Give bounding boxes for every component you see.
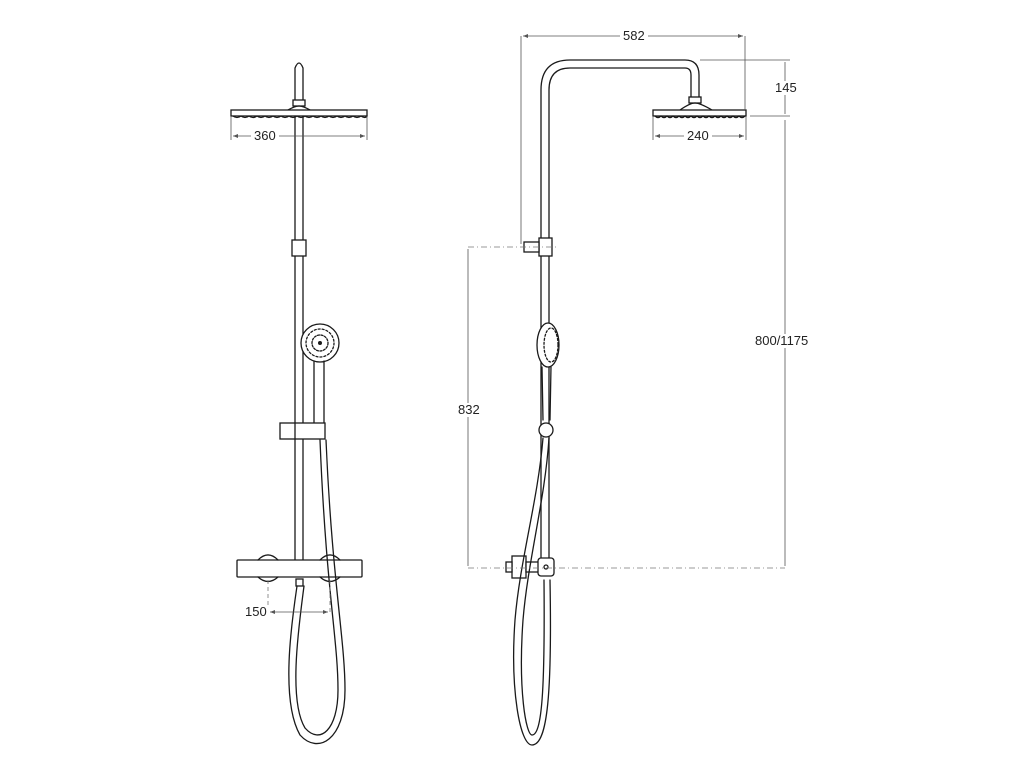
dim-arm-reach: 582 (620, 29, 648, 43)
dim-head-drop: 145 (772, 81, 800, 95)
dim-side-head-width: 240 (684, 129, 712, 143)
pipe-collar (291, 239, 307, 257)
shower-arm (540, 59, 700, 561)
top-nozzle (294, 62, 304, 101)
dim-total-height: 800/1175 (752, 334, 812, 348)
rain-head-front (230, 109, 368, 117)
rain-head-side (652, 109, 747, 117)
dim-valve-spacing: 150 (242, 605, 270, 619)
hose-front (288, 439, 346, 745)
dim-front-head-width: 360 (251, 129, 279, 143)
hand-shower-side (536, 322, 560, 368)
side-view (467, 34, 790, 746)
dim-inlet-height: 832 (455, 403, 483, 417)
hose-side (513, 437, 552, 746)
thermostat-bar (236, 559, 363, 578)
hand-shower-holder (279, 422, 326, 440)
front-view (230, 62, 368, 745)
